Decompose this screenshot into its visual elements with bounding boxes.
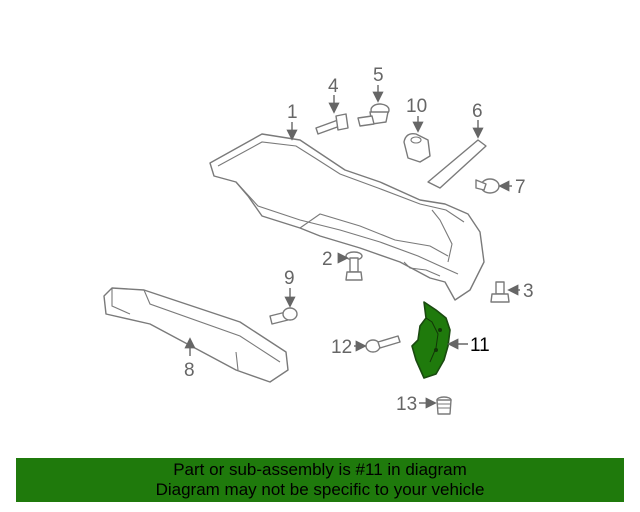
bolt-part-4[interactable] <box>315 113 349 135</box>
callout-13[interactable]: 13 <box>396 394 417 415</box>
callout-labels: 1 4 5 10 6 7 2 3 9 8 12 11 13 <box>184 65 534 415</box>
notice-line-1: Part or sub-assembly is #11 in diagram <box>173 460 467 479</box>
callout-8[interactable]: 8 <box>184 360 195 381</box>
callout-1[interactable]: 1 <box>287 102 298 123</box>
callout-10[interactable]: 10 <box>406 96 427 117</box>
notice-line-2: Diagram may not be specific to your vehi… <box>155 480 485 499</box>
bolt-part-9[interactable] <box>269 307 298 325</box>
notice-banner: Part or sub-assembly is #11 in diagram D… <box>16 458 624 502</box>
callout-12[interactable]: 12 <box>331 337 352 358</box>
callout-4[interactable]: 4 <box>328 76 339 97</box>
callout-11[interactable]: 11 <box>470 335 490 356</box>
callout-5[interactable]: 5 <box>373 65 384 86</box>
callout-7[interactable]: 7 <box>515 177 526 198</box>
parts-diagram: 1 4 5 10 6 7 2 3 9 8 12 11 13 <box>103 65 534 415</box>
callout-6[interactable]: 6 <box>472 101 483 122</box>
fastener-part-13[interactable] <box>436 396 452 415</box>
callout-3[interactable]: 3 <box>523 281 534 302</box>
highlighted-part-fill <box>411 301 451 379</box>
trim-strip-part-6[interactable] <box>427 139 487 189</box>
callout-9[interactable]: 9 <box>284 268 295 289</box>
callout-2[interactable]: 2 <box>322 249 333 270</box>
screw-part-12[interactable] <box>365 335 401 353</box>
side-bracket-part-11[interactable] <box>411 301 451 379</box>
bracket-part-10[interactable] <box>403 132 431 163</box>
clip-part-5[interactable] <box>357 103 390 127</box>
bolt-part-3[interactable] <box>490 281 510 303</box>
leader-lines <box>184 85 520 409</box>
reinforcement-beam-part-8[interactable] <box>103 287 289 383</box>
stud-part-2[interactable] <box>345 251 363 281</box>
bolt-part-7[interactable] <box>475 178 500 194</box>
bumper-cover-part[interactable] <box>209 133 485 301</box>
